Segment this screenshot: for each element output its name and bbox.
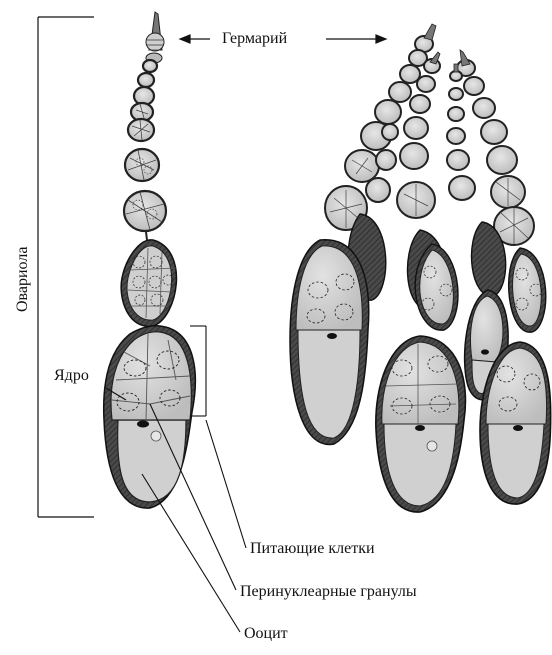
- germarium-label: Гермарий: [222, 31, 287, 47]
- ovariole-bracket: [38, 17, 94, 517]
- nucleus-label: Ядро: [54, 368, 89, 384]
- ovariole-label: Овариола: [14, 247, 32, 312]
- ovary-cluster: [290, 24, 551, 512]
- perinuclear-granules-label: Перинуклеарные гранулы: [240, 584, 417, 600]
- nurse-cells-label: Питающие клетки: [250, 541, 375, 557]
- left-ovariole: [104, 12, 196, 508]
- oocyte-label: Ооцит: [244, 626, 288, 642]
